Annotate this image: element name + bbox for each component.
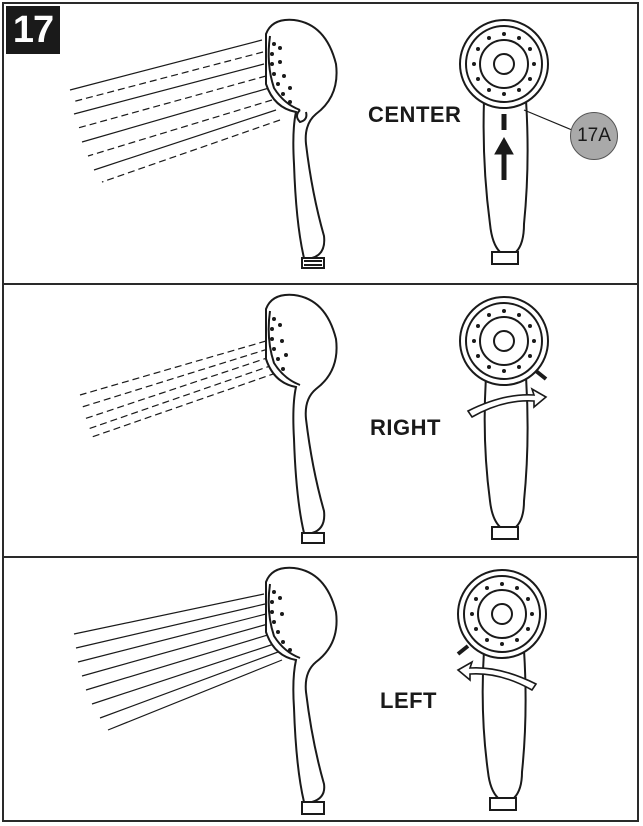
nozzle-dots-side (270, 317, 288, 371)
nozzle-dots-side (270, 590, 292, 652)
spray-pattern-full (69, 39, 281, 183)
mode-label-left: LEFT (380, 688, 437, 713)
nozzle-dots-front (472, 32, 536, 96)
arrow-clockwise-icon (466, 387, 548, 419)
spray-pattern-solid (73, 593, 283, 731)
nozzle-dots-front (472, 309, 536, 373)
panel-divider-1 (4, 283, 637, 285)
panel-right-illustration (79, 293, 549, 544)
mode-label-right: RIGHT (370, 415, 441, 440)
spray-pattern-dashed (79, 340, 277, 438)
panel-divider-2 (4, 556, 637, 558)
shower-head-side-view (265, 18, 338, 269)
panel-left-illustration (73, 566, 547, 815)
callout-leader-line (523, 109, 573, 131)
callout-17a: 17A (570, 112, 618, 160)
nozzle-dots-front (470, 582, 534, 646)
arrow-counterclockwise-icon (456, 660, 538, 692)
panel-left: LEFT (4, 558, 637, 820)
shower-head-side-view (265, 293, 338, 544)
shower-head-front-view (456, 569, 547, 811)
panel-center: CENTER 17A (4, 4, 637, 282)
arrow-up-icon (494, 114, 514, 180)
nozzle-dots-side (270, 42, 292, 104)
panel-center-illustration (69, 18, 573, 269)
shower-head-front-view (459, 296, 549, 540)
shower-head-side-view (265, 566, 338, 815)
panel-right: RIGHT (4, 285, 637, 555)
step-number-badge: 17 (6, 6, 60, 54)
mode-label-center: CENTER (368, 102, 462, 127)
